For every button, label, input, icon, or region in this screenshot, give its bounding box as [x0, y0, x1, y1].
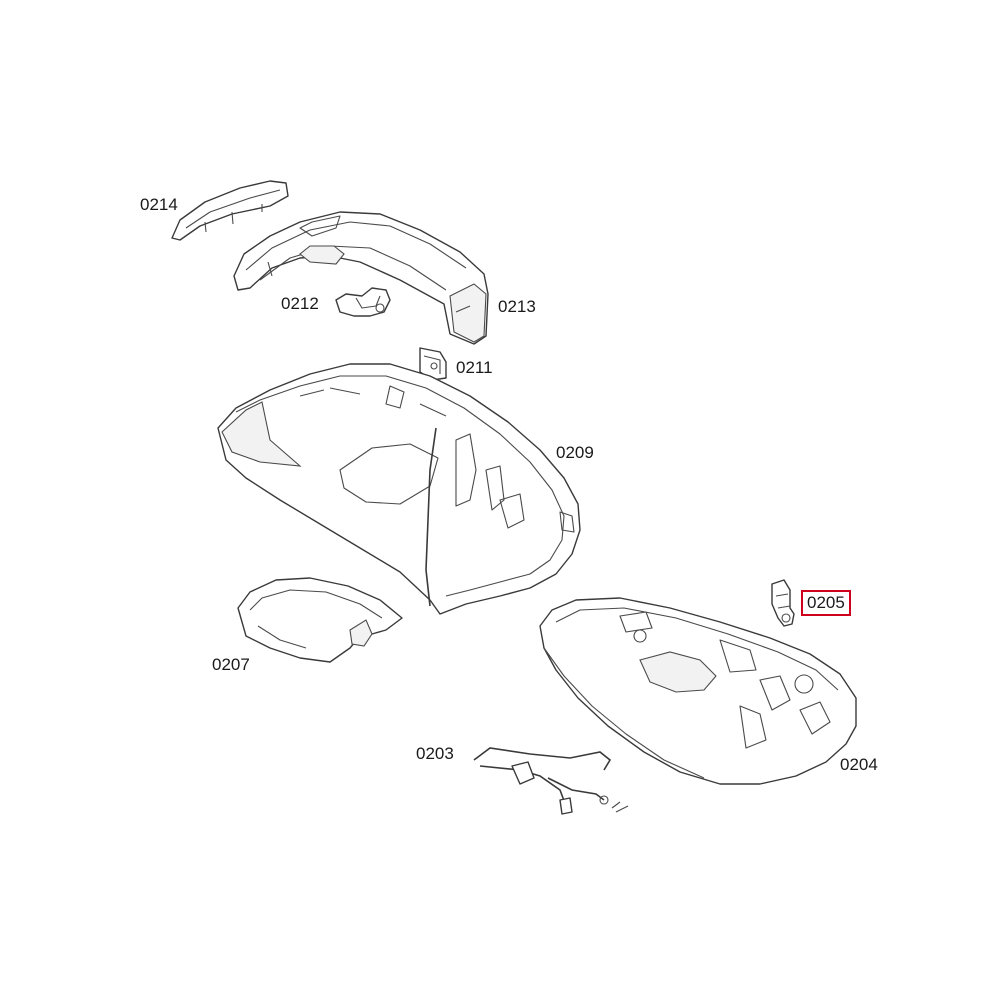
part-0212-clip [335, 287, 391, 317]
part-0205-small-valve [771, 579, 795, 627]
part-0211-switch [419, 347, 447, 381]
label-0204: 0204 [840, 755, 878, 774]
label-0209: 0209 [556, 443, 594, 462]
part-0203-cable [473, 747, 629, 815]
part-0209-housing [217, 363, 581, 615]
label-0214: 0214 [140, 195, 178, 214]
label-0205-highlighted: 0205 [801, 590, 851, 616]
part-0214-cover-strip [171, 180, 289, 241]
label-0207: 0207 [212, 655, 250, 674]
label-0211: 0211 [456, 358, 493, 377]
part-0204-base [539, 597, 857, 785]
part-0213-handle-top [233, 211, 489, 345]
label-0203: 0203 [416, 744, 454, 763]
label-0212: 0212 [281, 294, 319, 313]
label-0213: 0213 [498, 297, 536, 316]
part-0207-cover-plate [237, 577, 403, 663]
